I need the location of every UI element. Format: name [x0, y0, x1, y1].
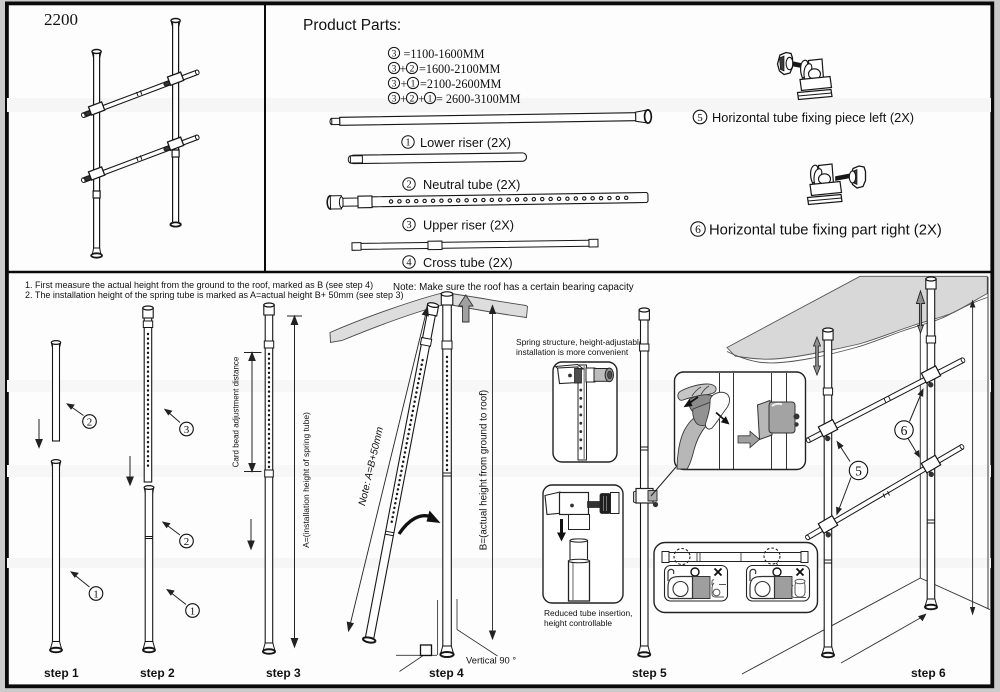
- svg-text:Lower riser (2X): Lower riser (2X): [420, 135, 511, 150]
- svg-text:step 5: step 5: [632, 666, 667, 680]
- svg-text:1. First measure the actual he: 1. First measure the actual height from …: [25, 280, 373, 290]
- svg-text:Cross tube (2X): Cross tube (2X): [423, 255, 513, 270]
- svg-text:step 4: step 4: [429, 666, 464, 680]
- svg-text:=1100-1600MM: =1100-1600MM: [404, 47, 485, 61]
- svg-text:2200: 2200: [44, 10, 78, 29]
- svg-text:Upper riser (2X): Upper riser (2X): [423, 218, 514, 233]
- svg-text:6: 6: [695, 224, 701, 236]
- svg-text:3: 3: [392, 49, 397, 59]
- svg-text:installation is more convenien: installation is more convenient: [516, 347, 629, 357]
- svg-text:Neutral tube (2X): Neutral tube (2X): [423, 177, 520, 192]
- svg-text:Vertical 90 °: Vertical 90 °: [466, 655, 516, 666]
- svg-text:5: 5: [697, 112, 703, 124]
- svg-text:=1600-2100MM: =1600-2100MM: [419, 62, 501, 76]
- svg-text:1: 1: [190, 606, 196, 618]
- svg-text:3: 3: [392, 94, 397, 104]
- svg-text:+: +: [400, 92, 407, 106]
- svg-text:step 3: step 3: [266, 666, 301, 680]
- svg-text:Horizontal tube fixing part ri: Horizontal tube fixing part right (2X): [709, 223, 942, 239]
- svg-text:step 1: step 1: [44, 666, 79, 680]
- svg-text:Card bead adjustment distance: Card bead adjustment distance: [232, 356, 241, 467]
- svg-text:2. The installation height of: 2. The installation height of the spring…: [25, 290, 404, 300]
- svg-text:+: +: [418, 92, 425, 106]
- svg-text:Reduced tube insertion,: Reduced tube insertion,: [544, 608, 632, 618]
- svg-text:height controllable: height controllable: [544, 618, 612, 628]
- svg-text:6: 6: [901, 423, 908, 438]
- svg-text:+: +: [401, 77, 408, 91]
- svg-text:1: 1: [93, 589, 99, 601]
- svg-text:3: 3: [184, 424, 190, 436]
- svg-text:= 2600-3100MM: = 2600-3100MM: [436, 92, 521, 106]
- svg-text:=2100-2600MM: =2100-2600MM: [420, 77, 502, 91]
- svg-text:2: 2: [410, 64, 415, 74]
- svg-text:2: 2: [406, 180, 411, 191]
- svg-text:Note: Make sure the roof has a: Note: Make sure the roof has a certain b…: [393, 282, 634, 293]
- svg-text:Horizontal tube fixing piece l: Horizontal tube fixing piece left (2X): [712, 110, 914, 125]
- svg-text:1: 1: [405, 138, 410, 149]
- svg-text:2: 2: [410, 94, 415, 104]
- svg-text:2: 2: [87, 417, 93, 429]
- svg-text:Spring structure, height-adjus: Spring structure, height-adjustable: [516, 337, 644, 347]
- svg-text:+: +: [400, 62, 407, 76]
- svg-text:B=(actual height from ground t: B=(actual height from ground to roof): [479, 390, 490, 550]
- svg-text:1: 1: [428, 94, 433, 104]
- svg-text:2: 2: [184, 536, 190, 548]
- svg-text:3: 3: [392, 64, 397, 74]
- svg-text:step 2: step 2: [140, 666, 175, 680]
- svg-text:1: 1: [411, 79, 416, 89]
- svg-text:3: 3: [406, 220, 411, 231]
- svg-text:Product Parts:: Product Parts:: [303, 17, 401, 34]
- svg-text:5: 5: [855, 463, 862, 478]
- svg-text:step 6: step 6: [911, 666, 946, 680]
- svg-text:4: 4: [406, 258, 412, 269]
- svg-text:A=(installation height of spri: A=(installation height of spring tube): [301, 412, 311, 548]
- svg-text:3: 3: [392, 79, 397, 89]
